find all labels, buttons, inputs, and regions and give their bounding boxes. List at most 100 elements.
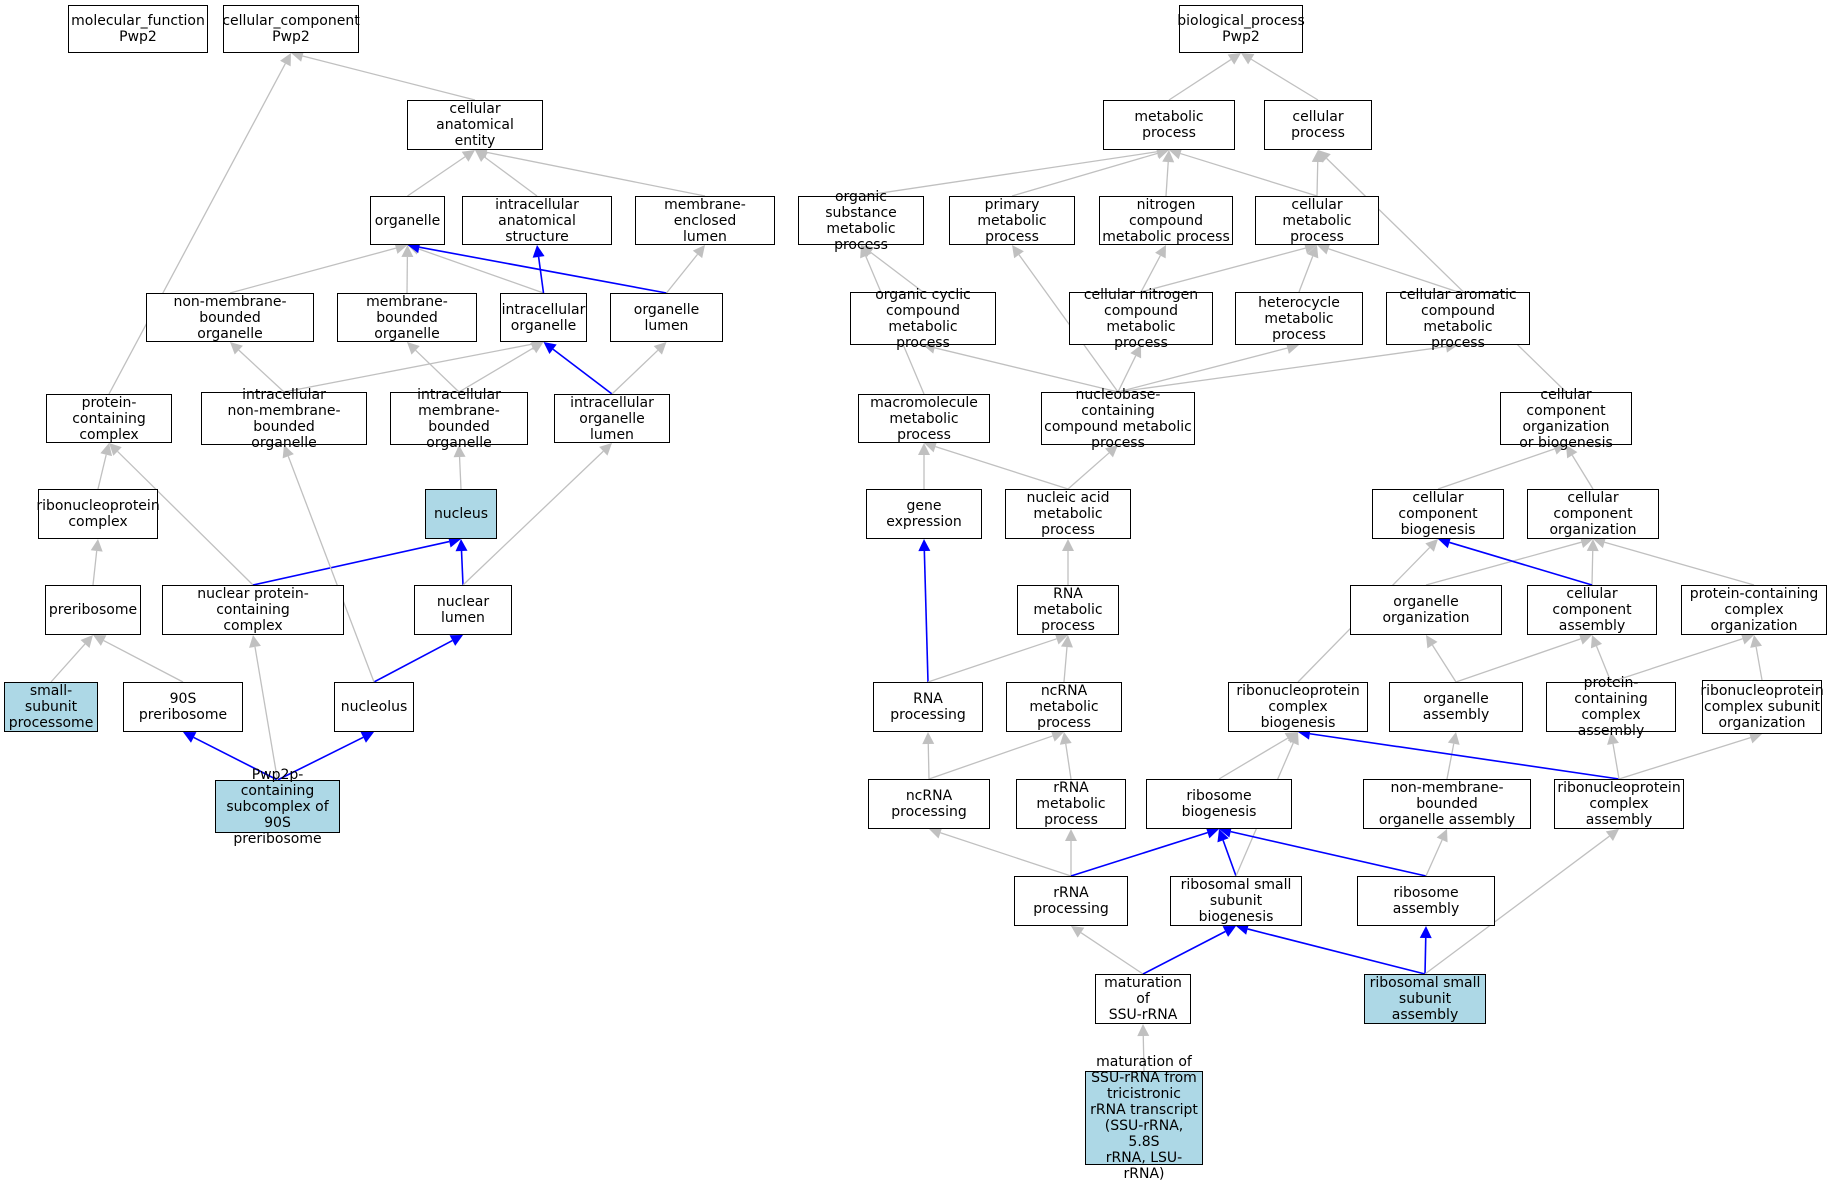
node-90s-preribosome: 90S preribosome: [123, 682, 243, 732]
edge-n_rssb-to-n_rb: [1217, 829, 1236, 876]
node-intracellular-organelle: intracellular organelle: [500, 293, 587, 342]
edge-n_cmp-to-n_mp: [1169, 148, 1317, 196]
edge-n_npcc-to-n_nuc: [253, 536, 461, 585]
node-cellular-component-organization-or-biogenesis: cellular component organization or bioge…: [1500, 392, 1632, 445]
edge-n_ncrnap-to-n_rnap: [922, 732, 934, 779]
node-ribonucleoprotein-complex-subunit-organization: ribonucleoprotein complex subunit organi…: [1702, 680, 1822, 734]
node-organic-cyclic-compound-metabolic-process: organic cyclic compound metabolic proces…: [850, 292, 996, 345]
edge-n_nucl-to-n_nl: [374, 635, 463, 682]
edge-n_nbcmp-to-n_cncmp: [1118, 345, 1141, 392]
edge-n_rssa-to-n_ra: [1420, 926, 1432, 974]
edge-n_ncmp-to-n_mp: [1162, 150, 1174, 196]
node-ribosome-assembly: ribosome assembly: [1357, 876, 1495, 926]
node-cellular-aromatic-compound-metabolic-process: cellular aromatic compound metabolic pro…: [1386, 292, 1530, 345]
edge-n_rnpcso-to-n_pco: [1750, 635, 1762, 680]
edge-n_rb-to-n_rnpcb: [1219, 732, 1298, 779]
edge-n_nuc-to-n_imbo: [454, 445, 466, 489]
edge-n_pco-to-n_cco: [1593, 537, 1754, 585]
edge-n_io-to-n_org: [408, 243, 544, 293]
node-maturation-of-ssu-rrna-from-tricistronic-transcript: maturation of SSU-rRNA from tricistronic…: [1085, 1071, 1203, 1165]
node-cellular-component-assembly: cellular component assembly: [1527, 585, 1657, 635]
node-metabolic-process: metabolic process: [1103, 100, 1235, 150]
node-intracellular-organelle-lumen: intracellular organelle lumen: [554, 394, 670, 443]
node-biological-process: biological_process Pwp2: [1179, 5, 1303, 53]
node-cellular-process: cellular process: [1264, 100, 1372, 150]
node-ribonucleoprotein-complex-assembly: ribonucleoprotein complex assembly: [1554, 779, 1684, 829]
node-pwp2p-containing-subcomplex: Pwp2p-containing subcomplex of 90S preri…: [215, 780, 340, 833]
edge-n_iol-to-n_io: [544, 342, 613, 394]
node-protein-containing-complex-assembly: protein-containing complex assembly: [1546, 682, 1676, 732]
edge-n_rnpca-to-n_pca: [1607, 732, 1619, 779]
edge-n_rnap-to-n_ge: [918, 539, 930, 682]
node-rrna-metabolic-process: rRNA metabolic process: [1016, 779, 1126, 829]
edge-n_nl-to-n_nuc: [456, 539, 468, 585]
edge-n_mbo-to-n_org: [401, 245, 413, 293]
node-cellular-anatomical-entity: cellular anatomical entity: [407, 100, 543, 150]
edge-n_ncrnamp-to-n_rnamp: [1061, 635, 1073, 682]
edge-n_ol-to-n_mel: [667, 245, 706, 293]
node-cellular-nitrogen-compound-metabolic-process: cellular nitrogen compound metabolic pro…: [1069, 292, 1213, 345]
node-cellular-metabolic-process: cellular metabolic process: [1255, 196, 1379, 245]
node-membrane-bounded-organelle: membrane-bounded organelle: [337, 293, 477, 342]
node-intracellular-anatomical-structure: intracellular anatomical structure: [462, 196, 612, 245]
edge-n_cacmp-to-n_cmp: [1317, 243, 1458, 292]
node-preribosome: preribosome: [45, 585, 141, 635]
edge-n_pcc-to-n_cc: [109, 53, 291, 394]
edge-n_rnamp-to-n_namp: [1062, 539, 1074, 585]
node-gene-expression: gene expression: [866, 489, 982, 539]
edge-n_oa-to-n_oo: [1426, 635, 1456, 682]
node-cellular-component: cellular_component Pwp2: [223, 5, 359, 53]
node-nucleobase-containing-compound-metabolic-process: nucleobase-containing compound metabolic…: [1041, 392, 1195, 445]
node-small-subunit-processome: small-subunit processome: [4, 682, 98, 732]
edge-n_cca-to-n_cco: [1587, 539, 1599, 585]
edge-n_rrnap-to-n_ncrnap: [929, 827, 1071, 876]
node-membrane-enclosed-lumen: membrane-enclosed lumen: [635, 196, 775, 245]
edge-n_90s-to-n_prb: [93, 635, 183, 682]
node-nucleus: nucleus: [425, 489, 497, 539]
node-intracellular-membrane-bounded-organelle: intracellular membrane-bounded organelle: [390, 392, 528, 445]
node-ribonucleoprotein-complex: ribonucleoprotein complex: [38, 489, 158, 539]
edge-n_cp-to-n_bp: [1241, 53, 1318, 100]
node-protein-containing-complex: protein-containing complex: [46, 394, 172, 443]
node-ncrna-metabolic-process: ncRNA metabolic process: [1006, 682, 1122, 732]
edge-n_rrnamp-to-n_ncrnamp: [1060, 732, 1072, 779]
edge-n_mel-to-n_cae: [475, 146, 705, 196]
node-rna-processing: RNA processing: [873, 682, 983, 732]
node-nucleolus: nucleolus: [334, 682, 414, 732]
node-non-membrane-bounded-organelle: non-membrane-bounded organelle: [146, 293, 314, 342]
edge-n_ra-to-n_nmboa: [1426, 829, 1448, 876]
edge-n_cae-to-n_cc: [291, 50, 475, 100]
edge-n_rrnap-to-n_rrnamp: [1065, 829, 1077, 876]
node-nuclear-protein-containing-complex: nuclear protein-containing complex: [162, 585, 344, 635]
edge-n_rnp-to-n_pcc: [98, 443, 112, 489]
edge-n_org-to-n_cae: [408, 150, 476, 196]
node-ribosomal-small-subunit-biogenesis: ribosomal small subunit biogenesis: [1170, 876, 1302, 926]
node-nucleic-acid-metabolic-process: nucleic acid metabolic process: [1005, 489, 1131, 539]
edge-n_ncrnap-to-n_ncrnamp: [929, 730, 1064, 779]
edge-n_mssu-to-n_rssb: [1143, 926, 1236, 974]
node-organelle: organelle: [370, 196, 445, 245]
edge-n_cncmp-to-n_ncmp: [1141, 245, 1166, 292]
node-ncrna-processing: ncRNA processing: [868, 779, 990, 829]
node-heterocycle-metabolic-process: heterocycle metabolic process: [1235, 292, 1363, 345]
edge-n_cco-to-n_ccob: [1566, 445, 1593, 489]
node-cellular-component-biogenesis: cellular component biogenesis: [1372, 489, 1504, 539]
node-maturation-of-ssu-rrna: maturation of SSU-rRNA: [1095, 974, 1191, 1024]
node-organelle-lumen: organelle lumen: [610, 293, 723, 342]
edge-n_nucl-to-n_inmbo: [283, 445, 374, 682]
edge-n_rrnap-to-n_rb: [1071, 827, 1219, 876]
edge-n_nmbo-to-n_org: [230, 242, 408, 293]
node-ribosomal-small-subunit-assembly: ribosomal small subunit assembly: [1364, 974, 1486, 1024]
edge-n_pmp-to-n_mp: [1012, 148, 1169, 196]
edge-n_ra-to-n_rb: [1219, 826, 1426, 876]
edge-n_cncmp-to-n_cmp: [1141, 242, 1317, 292]
edge-n_iol-to-n_ol: [612, 342, 667, 394]
node-macromolecule-metabolic-process: macromolecule metabolic process: [858, 394, 990, 443]
node-cellular-component-organization: cellular component organization: [1527, 489, 1659, 539]
node-nuclear-lumen: nuclear lumen: [414, 585, 512, 635]
node-primary-metabolic-process: primary metabolic process: [949, 196, 1075, 245]
node-organelle-organization: organelle organization: [1350, 585, 1502, 635]
edge-n_ccob-to-n_cp: [1318, 150, 1566, 392]
edge-n_ge-to-n_mmp: [918, 443, 930, 489]
